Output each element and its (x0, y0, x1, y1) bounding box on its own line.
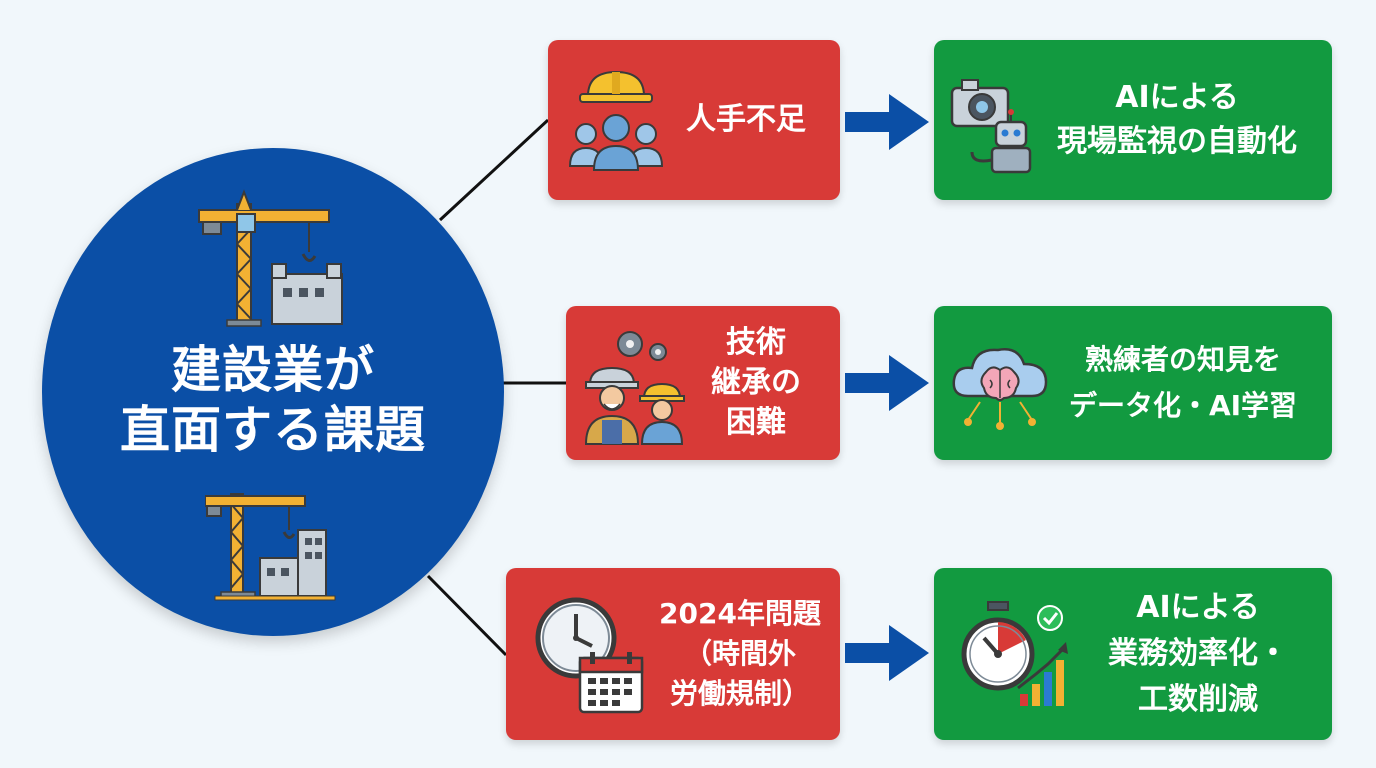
camera-robot-icon (950, 79, 1032, 174)
connector-line-1 (438, 118, 550, 222)
central-hub: 建設業が 直面する課題 (42, 148, 504, 636)
crane-construction-site-icon (205, 493, 336, 601)
solution-label: 熟練者の知見を データ化・AI学習 (1068, 343, 1298, 422)
challenge-box-skill-transfer: 技術 継承の 困難 (566, 306, 840, 460)
cloud-brain-icon (952, 348, 1048, 430)
solution-box-expert-knowledge-ai: 熟練者の知見を データ化・AI学習 (934, 306, 1332, 460)
veteran-and-young-worker-gears-icon (584, 331, 685, 445)
challenge-box-2024-problem: 2024年問題 （時間外 労働規制） (506, 568, 840, 740)
stopwatch-growth-chart-icon (961, 601, 1068, 706)
arrow-right-icon (845, 94, 929, 150)
hub-title: 建設業が 直面する課題 (120, 341, 426, 459)
clock-calendar-icon (535, 597, 644, 714)
arrow-right-icon (845, 625, 929, 681)
solution-box-ai-efficiency: AIによる 業務効率化・ 工数削減 (934, 568, 1332, 740)
solution-label: AIによる 業務効率化・ 工数削減 (1108, 590, 1288, 717)
workers-hardhat-icon (568, 70, 664, 171)
challenge-label: 人手不足 (686, 102, 806, 137)
challenge-box-labor-shortage: 人手不足 (548, 40, 840, 200)
solution-label: AIによる 現場監視の自動化 (1057, 80, 1297, 159)
arrow-right-icon (845, 355, 929, 411)
connector-line-3 (426, 574, 508, 657)
challenge-label: 2024年問題 （時間外 労働規制） (659, 597, 821, 710)
tower-crane-building-icon (198, 189, 343, 327)
challenge-label: 技術 継承の 困難 (711, 325, 801, 440)
solution-box-ai-site-monitoring: AIによる 現場監視の自動化 (934, 40, 1332, 200)
